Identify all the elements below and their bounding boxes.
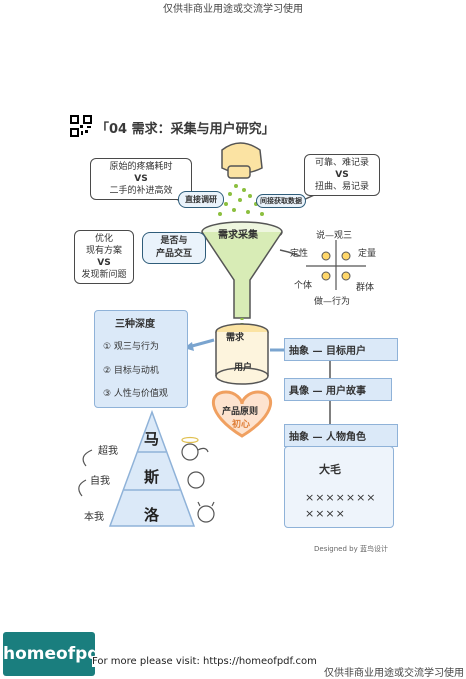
persona-crosses-1: ××××××× xyxy=(305,491,377,504)
interaction-tag: 是否与 产品交互 xyxy=(142,232,206,264)
pyramid-side-3: 本我 xyxy=(84,512,104,523)
page-title: 「04 需求：采集与用户研究」 xyxy=(96,122,275,137)
quadrant-bottom-left: 个体 xyxy=(294,281,313,291)
funnel xyxy=(201,221,283,319)
pyramid-level-2: 斯 xyxy=(144,468,160,486)
three-depth-item-2: ② 目标与动机 xyxy=(103,366,159,376)
pyramid-side-2: 自我 xyxy=(90,476,110,487)
footer-brand-banner[interactable]: homeofpdf.com xyxy=(3,632,152,676)
left-mid-line3: 发现新问题 xyxy=(81,270,127,280)
devil-face-icon xyxy=(197,501,215,523)
quadrant-title: 说—观三 xyxy=(316,231,353,241)
funnel-label: 需求采集 xyxy=(218,230,258,241)
quadrant-dots xyxy=(321,251,351,281)
left-mid-vs: VS xyxy=(97,258,111,268)
left-top-vs: VS xyxy=(134,174,148,184)
left-mid-line1: 优化 xyxy=(94,234,113,244)
three-depth-item-3: ③ 人性与价值观 xyxy=(103,389,168,399)
product-principle-line1: 产品原则 xyxy=(222,407,259,417)
left-top-box: 原始的疼痛耗时 VS 二手的补进高效 xyxy=(90,158,192,200)
designed-by: Designed by 蓝鸟设计 xyxy=(314,545,388,553)
quadrant-axes xyxy=(306,240,366,290)
watermark-bottom: 仅供非商业用途或交流学习使用 xyxy=(324,668,464,679)
left-mid-line2: 现有方案 xyxy=(85,246,122,256)
product-principle-line2: 初心 xyxy=(232,420,251,430)
persona-panel: 大毛 ××××××× ×××× xyxy=(284,446,394,528)
quadrant-bottom: 做—行为 xyxy=(314,297,351,307)
pyramid-level-3: 洛 xyxy=(144,506,160,524)
stair-2: 具像 — 用户故事 xyxy=(284,378,392,401)
pyramid xyxy=(108,409,196,527)
persona-crosses-2: ×××× xyxy=(305,507,346,520)
happy-face-icon xyxy=(187,471,205,489)
cylinder-bottom-label: 用户 xyxy=(234,363,253,373)
stair-1: 抽象 — 目标用户 xyxy=(284,338,398,361)
interaction-tag-line2: 产品交互 xyxy=(155,249,192,259)
arrow-label-direct: 直接调研 xyxy=(178,191,224,208)
hand-icon xyxy=(221,142,263,179)
qr-code-icon xyxy=(70,115,92,137)
right-top-vs: VS xyxy=(335,170,349,180)
quadrant-right: 定量 xyxy=(358,249,377,259)
persona-name: 大毛 xyxy=(319,463,341,476)
left-top-line1: 原始的疼痛耗时 xyxy=(109,162,173,172)
quadrant-bottom-right: 群体 xyxy=(356,283,375,293)
pyramid-side-1: 超我 xyxy=(98,446,118,457)
footer-text[interactable]: For more please visit: https://homeofpdf… xyxy=(92,656,317,667)
right-top-line2: 扭曲、易记录 xyxy=(314,182,369,192)
quadrant-left: 定性 xyxy=(290,249,309,259)
three-depth-panel: 三种深度 ① 观三与行为 ② 目标与动机 ③ 人性与价值观 xyxy=(94,310,188,408)
angel-face-icon xyxy=(181,436,209,461)
arrow-label-indirect: 间接获取数据 xyxy=(256,194,306,208)
stair-3: 抽象 — 人物角色 xyxy=(284,424,398,447)
pyramid-level-1: 马 xyxy=(144,430,160,448)
interaction-tag-line1: 是否与 xyxy=(160,236,188,246)
heart-shape xyxy=(211,390,273,438)
left-mid-box: 优化 现有方案 VS 发现新问题 xyxy=(74,230,134,284)
left-top-line2: 二手的补进高效 xyxy=(109,186,173,196)
cylinder-top-label: 需求 xyxy=(226,333,245,343)
right-top-box: 可靠、难记录 VS 扭曲、易记录 xyxy=(304,154,380,196)
watermark-top: 仅供非商业用途或交流学习使用 xyxy=(163,4,303,15)
cylinder xyxy=(215,323,269,385)
three-depth-title: 三种深度 xyxy=(115,319,155,330)
right-top-line1: 可靠、难记录 xyxy=(314,158,369,168)
three-depth-item-1: ① 观三与行为 xyxy=(103,342,159,352)
